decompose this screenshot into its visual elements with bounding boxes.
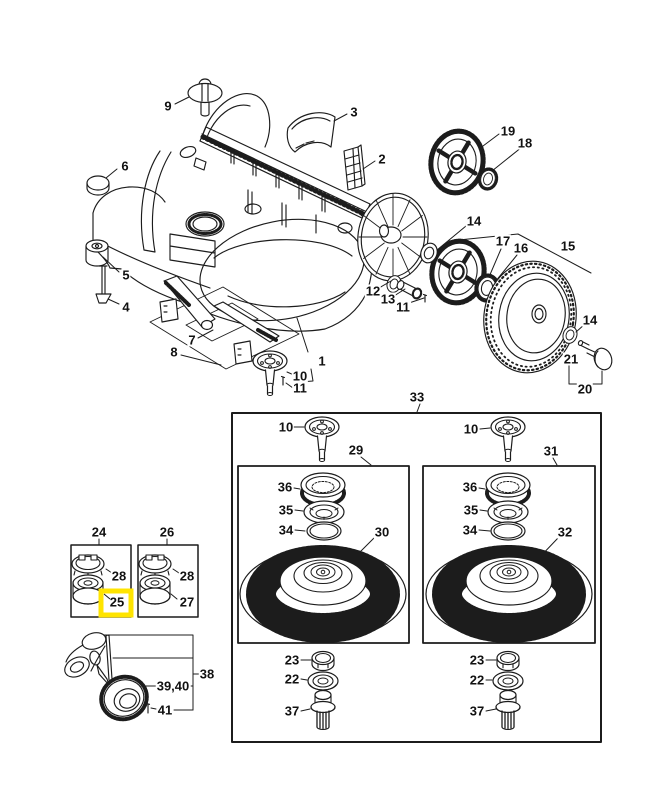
pin-4-drawing <box>95 265 112 304</box>
part-label-32[interactable]: 32 <box>556 524 574 540</box>
adapter-37-right-drawing <box>495 689 521 731</box>
part-label-30[interactable]: 30 <box>373 524 391 540</box>
part-label-28b[interactable]: 28 <box>178 568 196 584</box>
part-label-38[interactable]: 38 <box>198 666 216 682</box>
grille-2-drawing <box>343 144 366 191</box>
roller-5-drawing <box>85 239 109 267</box>
rotor-wheel-drawing <box>357 192 429 282</box>
part-label-3[interactable]: 3 <box>349 104 359 120</box>
part-label-5[interactable]: 5 <box>121 267 131 283</box>
leader-25 <box>103 593 111 600</box>
part-label-10c[interactable]: 10 <box>277 419 295 435</box>
spindle-10-left-drawing <box>304 416 340 463</box>
part-label-36a[interactable]: 36 <box>276 479 294 495</box>
part-label-10d[interactable]: 10 <box>462 421 480 437</box>
part-label-39_40[interactable]: 39,40 <box>155 678 191 694</box>
part-label-34b[interactable]: 34 <box>461 522 479 538</box>
part-label-23b[interactable]: 23 <box>468 652 486 668</box>
nut-23-left-drawing <box>311 650 335 672</box>
part-label-21[interactable]: 21 <box>562 351 580 367</box>
part-label-22b[interactable]: 22 <box>468 672 486 688</box>
spindle-10-main-drawing <box>252 350 288 397</box>
gear-19-drawing <box>426 127 488 197</box>
part-label-35a[interactable]: 35 <box>277 502 295 518</box>
adapter-37-left-drawing <box>310 689 336 731</box>
spool-box-26 <box>137 544 199 618</box>
part-label-6[interactable]: 6 <box>120 158 130 174</box>
part-label-34a[interactable]: 34 <box>277 522 295 538</box>
nut-23-right-drawing <box>496 650 520 672</box>
brush-30-drawing <box>240 548 406 640</box>
wheel-15-drawing <box>483 260 577 374</box>
part-label-31[interactable]: 31 <box>542 443 560 459</box>
part-label-12[interactable]: 12 <box>364 283 382 299</box>
part-label-15[interactable]: 15 <box>559 238 577 254</box>
part-label-27[interactable]: 27 <box>178 594 196 610</box>
part-label-4[interactable]: 4 <box>121 299 131 315</box>
bearing-35-left-drawing <box>303 500 345 524</box>
part-label-26[interactable]: 26 <box>158 524 176 540</box>
part-label-36b[interactable]: 36 <box>461 479 479 495</box>
part-label-19[interactable]: 19 <box>499 123 517 139</box>
part-label-22a[interactable]: 22 <box>283 671 301 687</box>
part-label-13[interactable]: 13 <box>379 291 397 307</box>
part-label-2[interactable]: 2 <box>377 151 387 167</box>
part-label-35b[interactable]: 35 <box>462 502 480 518</box>
part-label-25[interactable]: 25 <box>109 594 125 610</box>
part-label-37a[interactable]: 37 <box>283 703 301 719</box>
cap-6-drawing <box>86 175 110 196</box>
washer-22-right-drawing <box>492 671 524 691</box>
scraper-7-8-drawing <box>149 275 300 370</box>
brush-32-drawing <box>426 548 592 640</box>
part-label-37b[interactable]: 37 <box>468 703 486 719</box>
part-label-16[interactable]: 16 <box>512 240 530 256</box>
cover-3-drawing <box>286 112 336 153</box>
part-label-1[interactable]: 1 <box>317 353 327 369</box>
part-label-11a[interactable]: 11 <box>395 299 411 315</box>
part-label-23a[interactable]: 23 <box>283 652 301 668</box>
bearing-35-right-drawing <box>487 500 529 524</box>
ring-34-left-drawing <box>306 521 342 541</box>
part-label-10a[interactable]: 10 <box>291 368 309 384</box>
part-label-8[interactable]: 8 <box>169 344 179 360</box>
spindle-10-right-drawing <box>490 416 526 463</box>
pin-21-cap-20-drawing <box>577 340 613 371</box>
part-label-14a[interactable]: 14 <box>465 213 483 229</box>
part-label-41[interactable]: 41 <box>156 702 174 718</box>
washer-22-left-drawing <box>307 671 339 691</box>
part-label-11b[interactable]: 11 <box>292 380 308 396</box>
highlight-box-25 <box>98 588 134 618</box>
part-label-28a[interactable]: 28 <box>110 568 128 584</box>
part-label-14b[interactable]: 14 <box>581 312 599 328</box>
ring-gear-36-right-drawing <box>484 471 532 507</box>
part-label-24[interactable]: 24 <box>90 524 108 540</box>
kit-box-33 <box>232 412 601 743</box>
part-label-9[interactable]: 9 <box>163 98 173 114</box>
ring-34-right-drawing <box>490 521 526 541</box>
knob-9-drawing <box>187 78 223 117</box>
part-label-7[interactable]: 7 <box>187 332 197 348</box>
part-label-18[interactable]: 18 <box>516 135 534 151</box>
part-label-33[interactable]: 33 <box>408 389 426 405</box>
leader-lines <box>98 96 603 712</box>
deflector-38-41-drawing <box>64 632 151 722</box>
part-label-20[interactable]: 20 <box>576 381 594 397</box>
part-label-29[interactable]: 29 <box>347 442 365 458</box>
part-label-17[interactable]: 17 <box>494 233 512 249</box>
ring-gear-36-left-drawing <box>299 471 347 507</box>
